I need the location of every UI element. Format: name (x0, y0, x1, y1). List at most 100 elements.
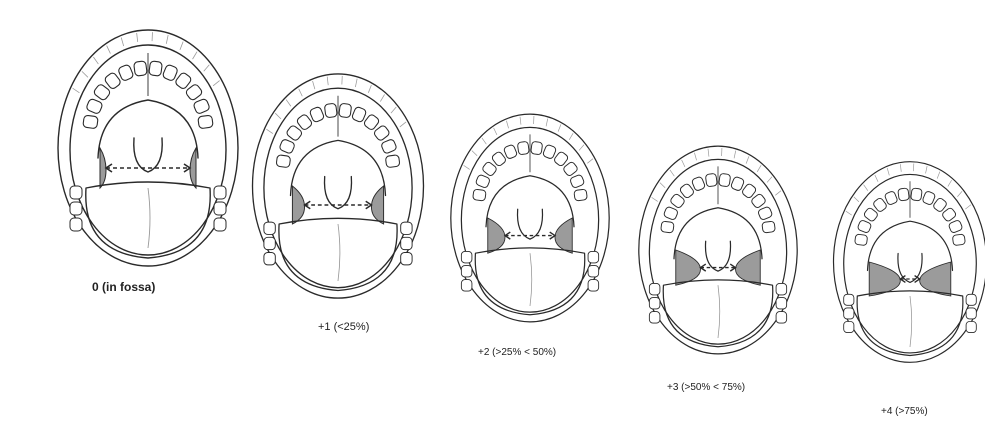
grade-2-caption: +2 (>25% < 50%) (478, 347, 556, 358)
lip-hatch (204, 65, 210, 71)
upper-tooth (663, 206, 678, 220)
grade-1-caption: +1 (<25%) (318, 321, 369, 333)
right-tonsil (555, 218, 572, 253)
lip-hatch (682, 160, 685, 167)
lip-hatch (73, 88, 80, 93)
lip-hatch (107, 46, 111, 54)
lip-hatch (900, 164, 901, 172)
lower-tooth (461, 280, 472, 291)
upper-tooth (661, 221, 675, 233)
grade-3-caption: +3 (>50% < 75%) (667, 382, 745, 393)
upper-tooth (542, 144, 556, 159)
lower-tooth (649, 298, 660, 309)
lip-hatch (587, 159, 593, 164)
upper-tooth (324, 103, 337, 118)
lower-tooth (264, 237, 275, 249)
grade-1-mouth (253, 74, 424, 298)
upper-tooth (553, 151, 569, 167)
uvula (324, 177, 351, 209)
lip-hatch (472, 151, 477, 156)
upper-tooth (503, 144, 517, 159)
upper-tooth (491, 151, 507, 167)
upper-tooth (762, 221, 776, 233)
upper-tooth (193, 98, 211, 114)
palate-arch (291, 140, 386, 195)
lip-hatch (464, 165, 470, 169)
lower-tooth (844, 294, 854, 305)
lip-hatch (506, 121, 508, 129)
upper-tooth (679, 183, 695, 199)
lip-hatch (846, 211, 852, 215)
lip-hatch (275, 113, 281, 119)
lip-hatch (166, 35, 168, 44)
upper-tooth (385, 155, 400, 168)
uvula (517, 209, 542, 239)
upper-tooth (198, 115, 213, 129)
lower-tooth (70, 218, 82, 231)
upper-tooth (134, 61, 148, 76)
tongue-midline (910, 296, 912, 347)
tongue-midline (718, 285, 720, 338)
lip-hatch (180, 42, 183, 50)
lip-hatch (558, 124, 561, 131)
lip-hatch (957, 191, 962, 196)
lip-hatch (887, 168, 889, 175)
lip-hatch (694, 153, 696, 161)
upper-tooth (381, 139, 398, 155)
upper-tooth (948, 220, 963, 234)
lip-hatch (708, 149, 709, 157)
grade-0-caption: 0 (in fossa) (92, 280, 155, 294)
lip-hatch (875, 175, 878, 182)
lip-hatch (670, 170, 674, 176)
upper-tooth (149, 61, 163, 76)
lip-hatch (299, 89, 303, 97)
lip-hatch (775, 191, 781, 196)
lower-tooth (776, 298, 787, 309)
upper-tooth (276, 155, 291, 168)
upper-tooth (952, 234, 965, 246)
upper-tooth (83, 115, 98, 129)
lower-tooth (214, 186, 226, 199)
right-tonsil (371, 186, 383, 224)
upper-tooth (86, 98, 104, 114)
lip-hatch (137, 33, 138, 42)
lower-tooth (649, 312, 660, 323)
grade-3-mouth (639, 146, 797, 354)
left-tonsil (676, 250, 701, 285)
lip-hatch (579, 145, 584, 151)
lip-hatch (380, 94, 384, 101)
upper-tooth (104, 72, 122, 90)
lower-tooth (966, 294, 976, 305)
grade-0-mouth (58, 30, 238, 266)
lower-tooth (401, 253, 412, 265)
lip-hatch (327, 77, 328, 85)
lip-hatch (948, 180, 952, 186)
upper-tooth (932, 197, 947, 213)
upper-tooth (473, 189, 487, 201)
lower-tooth (776, 312, 787, 323)
tongue-midline (338, 224, 340, 281)
tongue-midline (148, 188, 150, 248)
left-tonsil (488, 218, 505, 253)
tongue-midline (530, 253, 532, 306)
lower-tooth (588, 266, 599, 277)
lip-hatch (286, 100, 291, 107)
upper-tooth (855, 234, 868, 246)
lip-hatch (368, 85, 371, 93)
left-tonsil (292, 186, 304, 224)
lip-hatch (746, 156, 749, 163)
lower-tooth (214, 218, 226, 231)
upper-tooth (569, 174, 584, 188)
upper-tooth (705, 173, 717, 187)
grade-2-mouth (451, 114, 609, 322)
lip-hatch (520, 117, 521, 125)
palate-arch (486, 176, 574, 227)
upper-tooth (339, 103, 352, 118)
lip-hatch (482, 138, 486, 144)
upper-tooth (857, 220, 872, 234)
lower-tooth (214, 202, 226, 215)
lip-hatch (313, 81, 315, 89)
lip-hatch (757, 165, 761, 172)
lip-hatch (400, 122, 406, 127)
uvula (134, 138, 162, 172)
